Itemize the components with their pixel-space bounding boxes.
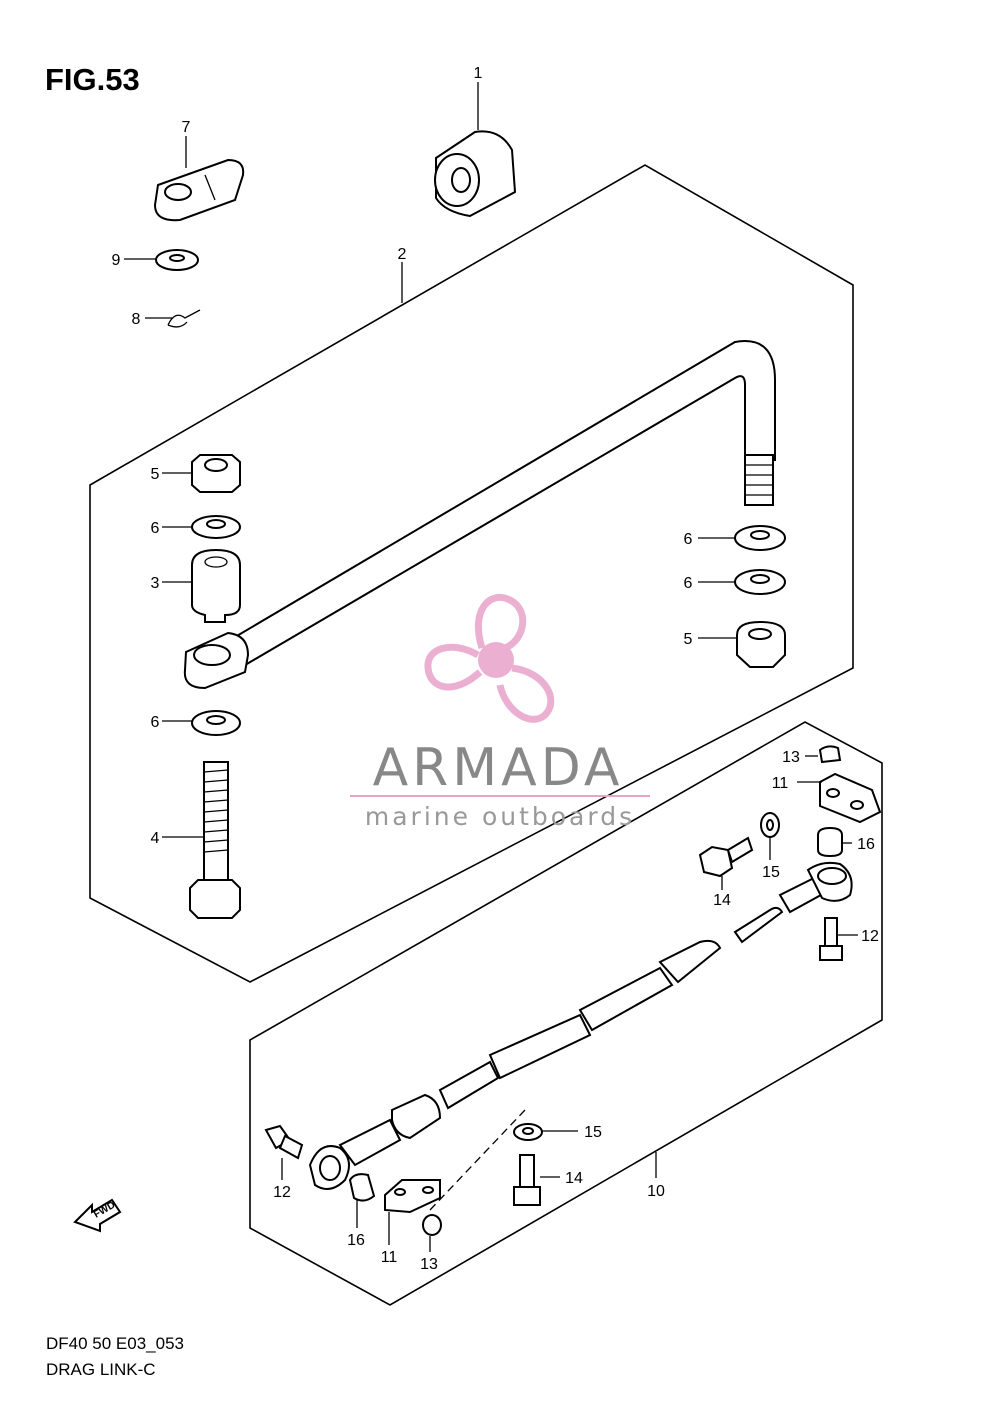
part-15-washer-upper	[760, 812, 780, 838]
callout-14-lower: 14	[565, 1170, 583, 1187]
callout-12-lower: 12	[273, 1184, 291, 1201]
callout-3: 3	[151, 575, 160, 592]
part-9-washer	[155, 249, 199, 271]
part-11-bracket-lower	[384, 1179, 441, 1214]
part-5-nut-right	[736, 620, 786, 668]
callout-2: 2	[398, 246, 407, 263]
callout-7: 7	[182, 119, 191, 136]
part-6-washer-left-upper	[191, 515, 241, 539]
assembly-frame-10	[249, 721, 883, 1306]
part-16-spacer-lower	[348, 1173, 376, 1202]
part-15-washer-lower	[513, 1123, 543, 1141]
part-1-bushing	[434, 130, 517, 218]
callout-13-upper: 13	[782, 749, 800, 766]
part-8-cotter-pin	[167, 309, 201, 328]
callout-16-lower: 16	[347, 1232, 365, 1249]
part-2-drag-link	[183, 340, 776, 690]
part-7-rod-end	[153, 158, 245, 222]
callout-14-upper: 14	[713, 892, 731, 909]
callout-15-upper: 15	[762, 864, 780, 881]
armada-logo	[424, 594, 555, 723]
fwd-arrow-icon: FWD	[73, 1198, 122, 1233]
callout-6-right-lower: 6	[684, 575, 693, 592]
diagram-code: DF40 50 E03_053	[46, 1334, 184, 1353]
callout-15-lower: 15	[584, 1124, 602, 1141]
callout-10: 10	[647, 1183, 665, 1200]
callout-6-left-lower: 6	[151, 714, 160, 731]
part-14-bolt-lower	[513, 1154, 541, 1206]
part-6-washer-left-lower	[191, 710, 241, 736]
part-11-bracket-upper	[819, 772, 882, 824]
callout-11-upper: 11	[772, 775, 789, 792]
callout-12-upper: 12	[861, 928, 879, 945]
callout-9: 9	[112, 252, 121, 269]
callout-5-left: 5	[151, 466, 160, 483]
callout-8: 8	[132, 311, 141, 328]
part-12-bolt-lower	[264, 1124, 304, 1160]
callout-13-lower: 13	[420, 1256, 438, 1273]
figure-title: FIG.53	[45, 62, 140, 97]
diagram-name: DRAG LINK-C	[46, 1360, 156, 1379]
part-16-spacer-upper	[817, 826, 843, 858]
part-14-bolt-upper	[698, 836, 754, 878]
part-13-nut-upper	[818, 745, 842, 764]
callout-1: 1	[474, 65, 483, 82]
part-10-drag-rod-assembly	[308, 861, 853, 1190]
leader-lines	[124, 82, 858, 1252]
part-13-nut-lower	[422, 1214, 442, 1236]
callout-16-upper: 16	[857, 836, 875, 853]
part-6-washer-right-upper	[734, 525, 786, 551]
callout-6-left-upper: 6	[151, 520, 160, 537]
watermark-tagline: marine outboards	[365, 802, 635, 831]
part-3-collar	[191, 548, 241, 623]
part-5-nut-left	[191, 454, 241, 493]
watermark-brand: ARMADA	[373, 738, 624, 798]
callout-6-right-upper: 6	[684, 531, 693, 548]
callout-4: 4	[151, 830, 160, 847]
assembly-frame-2	[89, 164, 854, 983]
assembly-dash-line	[429, 1109, 526, 1211]
part-12-bolt-upper	[819, 917, 843, 961]
callout-5-right: 5	[684, 631, 693, 648]
callout-11-lower: 11	[381, 1249, 398, 1266]
part-6-washer-right-lower	[734, 569, 786, 595]
part-4-bolt	[189, 761, 241, 919]
